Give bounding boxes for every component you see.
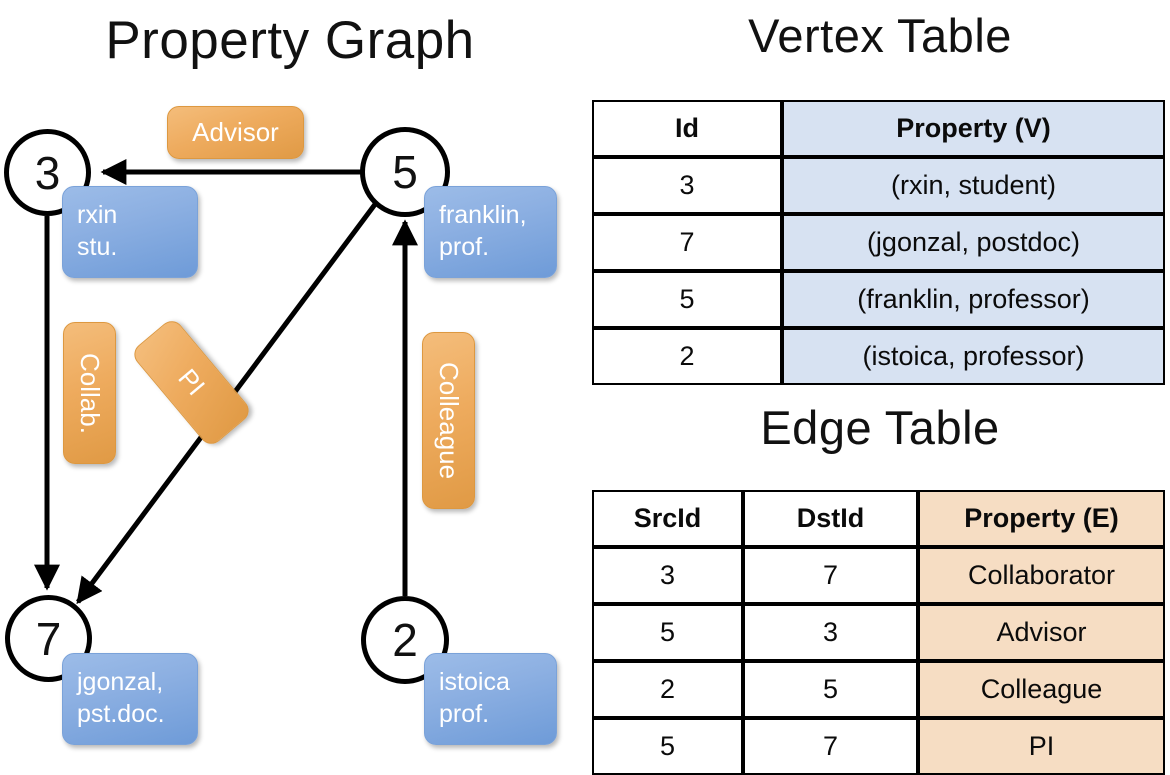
table-row[interactable]: 3 7 Collaborator [592, 547, 1165, 604]
graph-node-2-label: 2 [392, 614, 418, 666]
edge-label-advisor-text: Advisor [192, 117, 279, 147]
page-title-property-graph: Property Graph [105, 11, 475, 70]
edge-cell-src: 5 [592, 718, 743, 775]
edge-label-colleague-text: Colleague [434, 361, 464, 480]
table-row[interactable]: 5 3 Advisor [592, 604, 1165, 661]
vertex-table-header-id: Id [592, 100, 782, 157]
edge-cell-dst: 7 [743, 547, 918, 604]
vertex-table-header-row: Id Property (V) [592, 100, 1165, 157]
vertex-property-2-line1: istoica [439, 668, 510, 696]
vertex-property-box-7: jgonzal, pst.doc. [62, 653, 198, 745]
vertex-property-box-5: franklin, prof. [424, 186, 557, 278]
vertex-cell-id: 5 [592, 271, 782, 328]
vertex-property-7-line1: jgonzal, [77, 668, 164, 696]
edge-cell-dst: 3 [743, 604, 918, 661]
edge-cell-property: Collaborator [918, 547, 1165, 604]
graph-node-5[interactable]: 5 [360, 127, 450, 217]
vertex-cell-property: (jgonzal, postdoc) [782, 214, 1165, 271]
page-title-edge-table: Edge Table [760, 401, 1000, 454]
edge-table-header-srcid: SrcId [592, 490, 743, 547]
edge-table-header-property: Property (E) [918, 490, 1165, 547]
vertex-property-5-line1: franklin, [439, 201, 527, 229]
graph-node-3-label: 3 [34, 146, 61, 199]
table-row[interactable]: 2 5 Colleague [592, 661, 1165, 718]
edge-label-collab: Collab. [63, 322, 116, 464]
edge-cell-property: Colleague [918, 661, 1165, 718]
table-row[interactable]: 2 (istoica, professor) [592, 328, 1165, 385]
vertex-property-5-line2: prof. [439, 233, 490, 261]
vertex-cell-property: (istoica, professor) [782, 328, 1165, 385]
vertex-property-3-line1: rxin [77, 201, 118, 229]
vertex-cell-id: 7 [592, 214, 782, 271]
vertex-property-3-line2: stu. [77, 233, 118, 261]
vertex-cell-id: 3 [592, 157, 782, 214]
vertex-property-box-3: rxin stu. [62, 186, 198, 278]
edge-table-header-dstid: DstId [743, 490, 918, 547]
edge-table-header-row: SrcId DstId Property (E) [592, 490, 1165, 547]
vertex-property-7-line2: pst.doc. [77, 700, 165, 728]
vertex-property-box-2: istoica prof. [424, 653, 557, 745]
table-row[interactable]: 5 (franklin, professor) [592, 271, 1165, 328]
graph-node-7-label: 7 [35, 612, 62, 665]
vertex-cell-id: 2 [592, 328, 782, 385]
edge-cell-dst: 5 [743, 661, 918, 718]
graph-node-5-label: 5 [392, 146, 418, 198]
property-graph-diagram: 3 5 7 2 rxin stu. franklin, prof. jgonza… [0, 0, 585, 760]
vertex-table-header-property: Property (V) [782, 100, 1165, 157]
vertex-cell-property: (franklin, professor) [782, 271, 1165, 328]
page-title-vertex-table: Vertex Table [748, 9, 1012, 62]
edge-cell-property: Advisor [918, 604, 1165, 661]
edge-cell-property: PI [918, 718, 1165, 775]
edge-cell-src: 5 [592, 604, 743, 661]
vertex-property-2-line2: prof. [439, 700, 490, 728]
edge-label-advisor: Advisor [167, 106, 304, 159]
edge-cell-dst: 7 [743, 718, 918, 775]
vertex-cell-property: (rxin, student) [782, 157, 1165, 214]
table-row[interactable]: 3 (rxin, student) [592, 157, 1165, 214]
table-row[interactable]: 5 7 PI [592, 718, 1165, 775]
graph-node-2[interactable]: 2 [361, 596, 449, 684]
vertex-table: Id Property (V) 3 (rxin, student) 7 (jgo… [592, 100, 1165, 385]
edge-label-collab-text: Collab. [75, 352, 105, 434]
edge-cell-src: 3 [592, 547, 743, 604]
edge-label-colleague: Colleague [422, 332, 475, 509]
edge-cell-src: 2 [592, 661, 743, 718]
edge-table: SrcId DstId Property (E) 3 7 Collaborato… [592, 490, 1165, 775]
table-row[interactable]: 7 (jgonzal, postdoc) [592, 214, 1165, 271]
edge-label-pi-text: PI [172, 363, 212, 402]
